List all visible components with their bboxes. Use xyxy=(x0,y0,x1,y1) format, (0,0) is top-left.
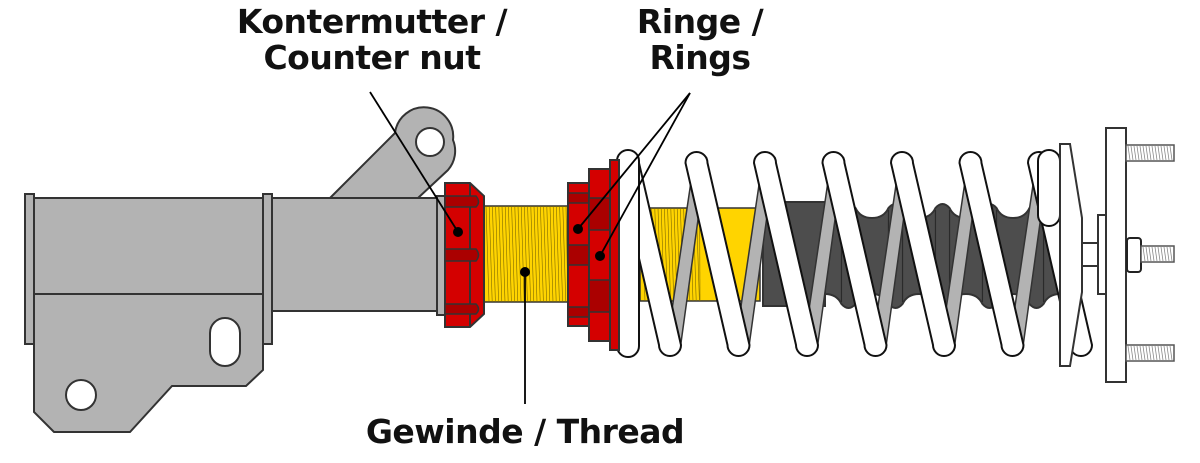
label-rings-line2: Rings xyxy=(625,40,775,76)
housing-body xyxy=(34,198,263,294)
counter-nut-notch-mid xyxy=(445,249,479,261)
mounting-ear-hole xyxy=(416,128,444,156)
ring-1-band-a xyxy=(568,193,589,203)
callout-dot-thread xyxy=(520,267,530,277)
label-counter-nut-line2: Counter nut xyxy=(232,40,512,76)
spring-end-coil-top xyxy=(1038,150,1060,226)
mount-plate xyxy=(1106,128,1126,382)
piston-rod xyxy=(1082,243,1098,266)
callout-dot-ring-1 xyxy=(573,224,583,234)
label-thread-line1: Gewinde / Thread xyxy=(360,414,690,450)
housing-collar-mid xyxy=(263,194,272,344)
label-rings-line1: Ringe / xyxy=(625,4,775,40)
callout-dot-ring-2 xyxy=(595,251,605,261)
label-rings: Ringe / Rings xyxy=(625,4,775,76)
bracket-slot xyxy=(210,318,240,366)
strut-housing xyxy=(25,107,455,432)
callout-dot-counter-nut xyxy=(453,227,463,237)
housing-tube xyxy=(271,198,437,311)
label-counter-nut: Kontermutter / Counter nut xyxy=(232,4,512,76)
counter-nut xyxy=(445,183,484,327)
label-thread: Gewinde / Thread xyxy=(360,414,690,450)
ring-1-band-b xyxy=(568,245,589,265)
spring-end-coil-bottom xyxy=(617,150,639,357)
counter-nut-notch-bottom xyxy=(445,304,479,314)
label-counter-nut-line1: Kontermutter / xyxy=(232,4,512,40)
bracket-hole xyxy=(66,380,96,410)
ring-1-band-c xyxy=(568,307,589,317)
center-nut xyxy=(1127,238,1141,272)
counter-nut-notch-top xyxy=(445,196,479,207)
housing-collar-left xyxy=(25,194,34,344)
ring-2-band-b xyxy=(589,280,610,312)
